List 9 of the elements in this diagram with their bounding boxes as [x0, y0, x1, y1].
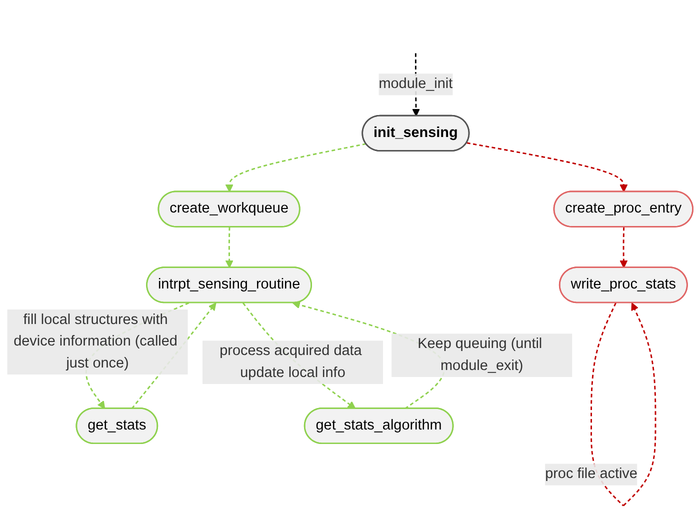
- edge-label: proc file active: [545, 466, 638, 482]
- edge-label: process acquired data update local info: [220, 343, 362, 380]
- arrow: [225, 143, 366, 192]
- arrow: [466, 142, 628, 192]
- arrow: [620, 227, 628, 268]
- edge-label: Keep queuing (until module_exit): [418, 336, 542, 374]
- edge-label: module_init: [378, 76, 453, 92]
- arrow: [225, 227, 234, 268]
- edge-label: fill local structures with device information (called just once): [14, 312, 178, 371]
